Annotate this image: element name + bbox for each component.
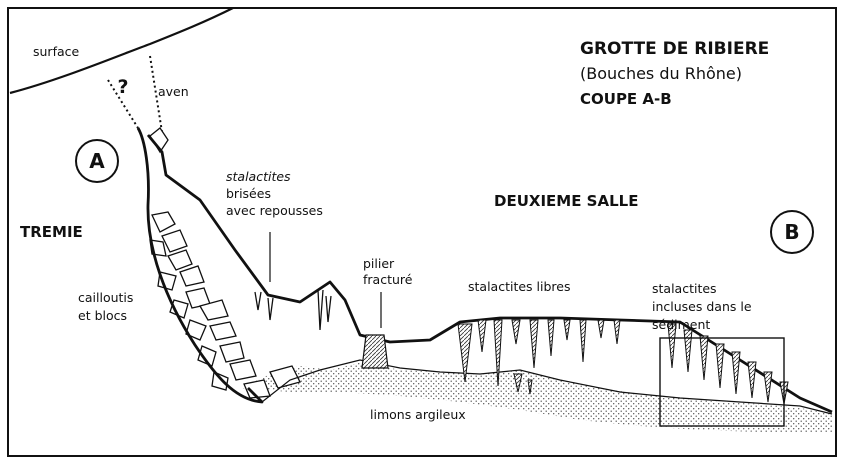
title-line-2: (Bouches du Rhône) [580, 64, 742, 83]
label-brisees-line2: brisées [226, 186, 271, 201]
label-tremie: TREMIE [20, 223, 83, 241]
label-aven: aven [158, 84, 189, 99]
aven-question-mark: ? [117, 76, 128, 98]
label-brisees-line3: avec repousses [226, 203, 323, 218]
label-brisees-line1: stalactites [226, 169, 291, 184]
label-pilier-line1: pilier [363, 256, 395, 271]
label-cailloutis-line2: et blocs [78, 308, 127, 323]
label-surface: surface [33, 44, 80, 59]
label-incluses-line2: incluses dans le [652, 299, 752, 314]
label-limons-argileux: limons argileux [370, 407, 466, 422]
title-line-3: COUPE A-B [580, 90, 672, 108]
title-line-1: GROTTE DE RIBIERE [580, 39, 769, 59]
section-marker-b: B [784, 220, 799, 244]
label-deuxieme-salle: DEUXIEME SALLE [494, 192, 638, 210]
fractured-pillar [362, 335, 388, 368]
section-marker-a: A [89, 149, 105, 173]
label-pilier-line2: fracturé [363, 272, 413, 287]
label-incluses-line3: sédiment [652, 317, 710, 332]
label-cailloutis-line1: cailloutis [78, 290, 133, 305]
label-incluses-line1: stalactites [652, 281, 717, 296]
label-stalactites-libres: stalactites libres [468, 279, 570, 294]
